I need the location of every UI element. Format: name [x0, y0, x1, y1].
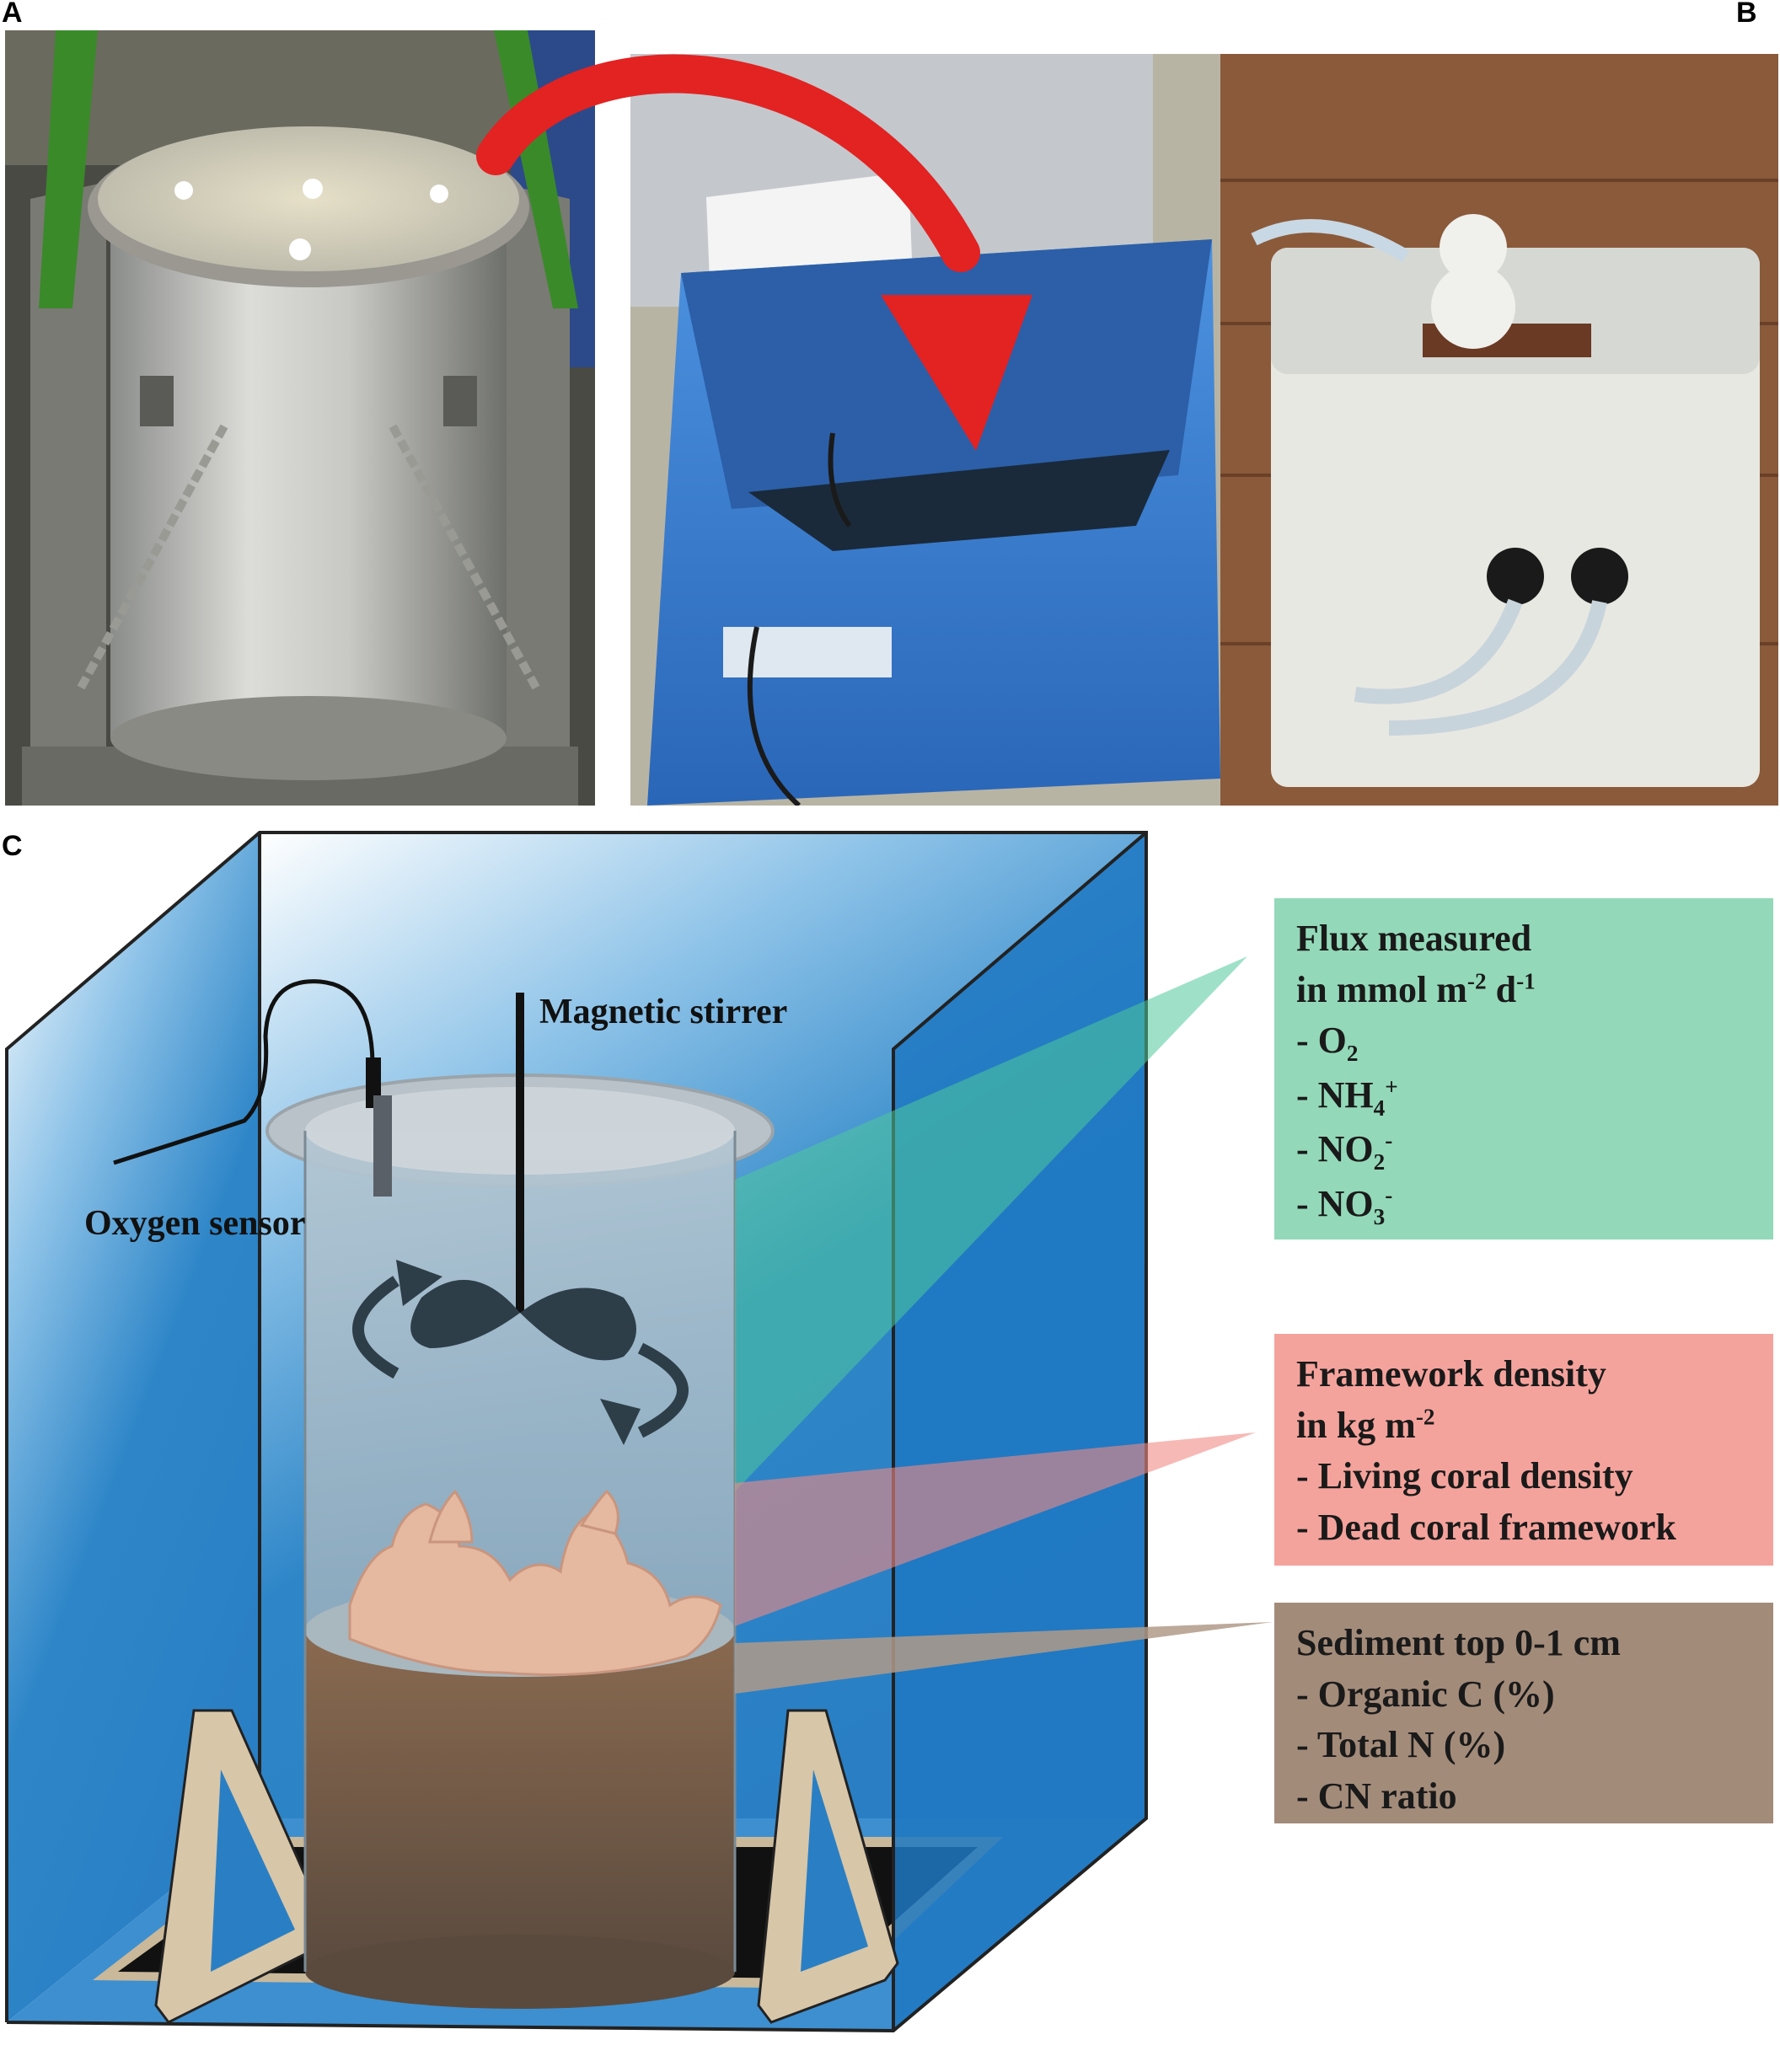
- sediment-item-total-n: - Total N (%): [1296, 1724, 1506, 1766]
- magnetic-stirrer-label: Magnetic stirrer: [539, 993, 788, 1031]
- oxygen-sensor: [113, 979, 392, 1197]
- framework-callout-wedge: [735, 1432, 1256, 1626]
- panel-label-b: B: [1736, 0, 1757, 29]
- framework-item-dead: - Dead coral framework: [1296, 1507, 1676, 1549]
- transfer-arrow: [476, 54, 1032, 451]
- flux-item-o2: - O2: [1296, 1020, 1359, 1067]
- framework-info-box: Framework density in kg m-2 - Living cor…: [1274, 1334, 1773, 1566]
- flux-item-nh4: - NH4+: [1296, 1073, 1398, 1121]
- framework-item-living: - Living coral density: [1296, 1455, 1633, 1497]
- framework-title-line1: Framework density: [1296, 1353, 1606, 1395]
- flux-callout-wedge: [735, 956, 1247, 1491]
- oxygen-sensor-label: Oxygen sensor: [84, 1204, 306, 1243]
- sediment-item-cn-ratio: - CN ratio: [1296, 1775, 1457, 1818]
- flux-item-no3: - NO3-: [1296, 1182, 1393, 1229]
- magnetic-stirrer: [352, 993, 689, 1445]
- panel-label-a: A: [2, 0, 23, 29]
- sediment-item-organic-c: - Organic C (%): [1296, 1673, 1555, 1715]
- sediment-callout-wedge: [735, 1622, 1273, 1694]
- coral-framework: [348, 1489, 722, 1676]
- flux-item-no2: - NO2-: [1296, 1127, 1393, 1175]
- panel-label-c: C: [2, 830, 23, 862]
- right-stand: [757, 1709, 899, 2024]
- flux-title-line1: Flux measured: [1296, 918, 1532, 959]
- sediment-info-box: Sediment top 0-1 cm - Organic C (%) - To…: [1274, 1603, 1773, 1823]
- sediment-title: Sediment top 0-1 cm: [1296, 1622, 1621, 1663]
- left-stand: [154, 1709, 335, 2024]
- framework-title-line2: in kg m-2: [1296, 1404, 1435, 1446]
- flux-title-line2: in mmol m-2 d-1: [1296, 968, 1536, 1010]
- flux-info-box: Flux measured in mmol m-2 d-1 - O2 - NH4…: [1274, 898, 1773, 1239]
